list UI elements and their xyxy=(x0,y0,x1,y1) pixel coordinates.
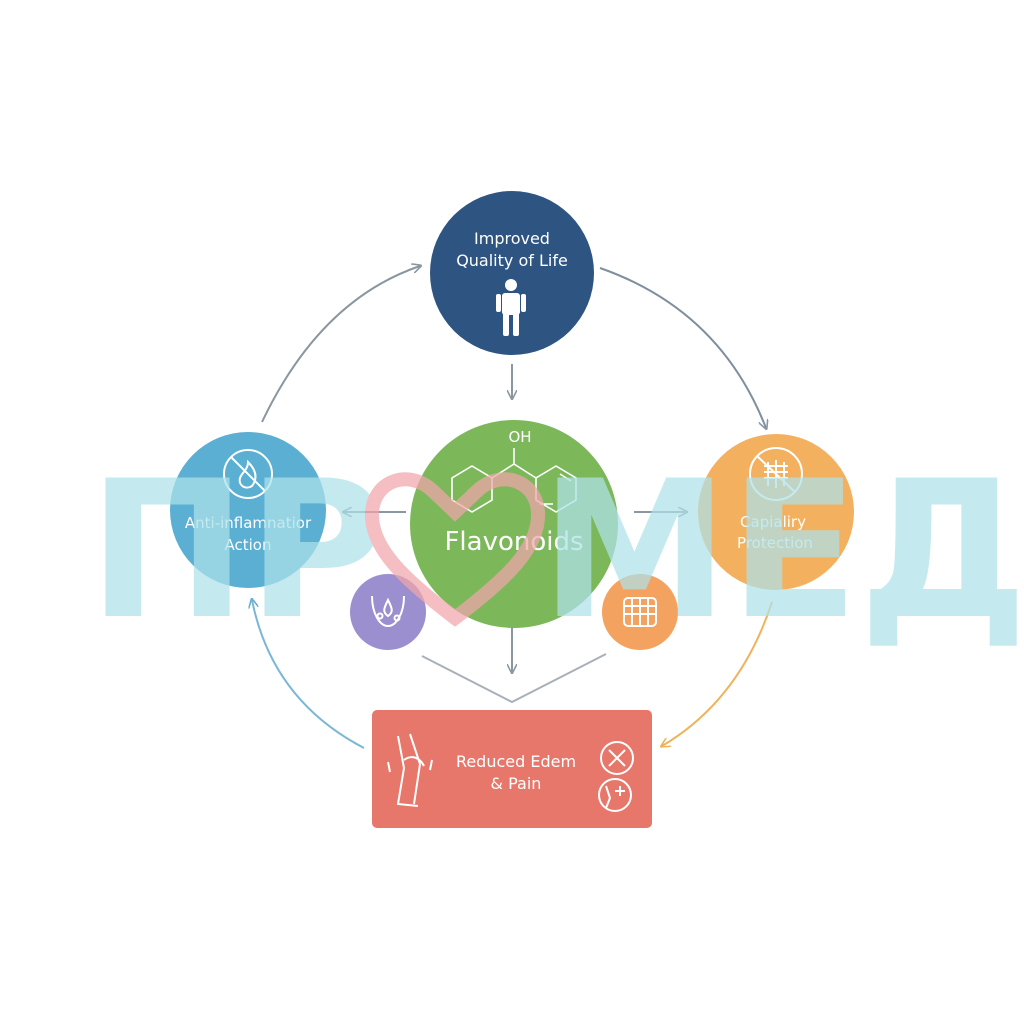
arrow-right-to-bottom xyxy=(662,601,773,746)
node-anti-inflammation xyxy=(170,432,326,588)
node-reduced-edema-line1: Reduced Edem xyxy=(456,752,576,771)
person-icon xyxy=(496,279,526,336)
node-quality-of-life-line2: Quality of Life xyxy=(456,251,568,270)
formula-oh-label: OH xyxy=(508,428,531,446)
connector-v xyxy=(421,653,607,704)
node-quality-of-life-line1: Improved xyxy=(474,229,550,248)
node-capillary-protection xyxy=(698,434,854,590)
droplet-icon xyxy=(371,595,405,628)
node-capillary-protection-line2: Protection xyxy=(737,534,813,552)
watermark-left-text: ПР xyxy=(88,440,386,661)
node-reduced-edema-line2: & Pain xyxy=(491,774,542,793)
leg-icon xyxy=(387,733,433,807)
arrow-top-to-right xyxy=(599,267,766,428)
vessel-icon xyxy=(623,597,657,627)
cross-circle-icon xyxy=(600,741,634,775)
knee-plus-icon xyxy=(598,778,632,812)
watermark-right-text: МЕД xyxy=(540,440,1024,661)
no-fire-icon xyxy=(223,449,273,499)
node-quality-of-life xyxy=(430,191,594,355)
node-capillary-protection-line1: Capialiry xyxy=(740,513,806,531)
arrow-left-to-top xyxy=(261,266,420,423)
node-reduced-edema xyxy=(372,710,652,828)
node-flavonoids-label: Flavonoids xyxy=(444,527,583,557)
node-anti-inflammation-line2: Action xyxy=(225,536,272,554)
arrow-bottom-to-left xyxy=(252,600,365,749)
node-anti-inflammation-line1: Anti-inflamnatior xyxy=(185,514,312,532)
small-node-left xyxy=(350,574,426,650)
watermark-heart-icon xyxy=(364,472,546,627)
watermark: ПР МЕД xyxy=(88,440,1024,661)
capillary-icon xyxy=(749,447,803,501)
